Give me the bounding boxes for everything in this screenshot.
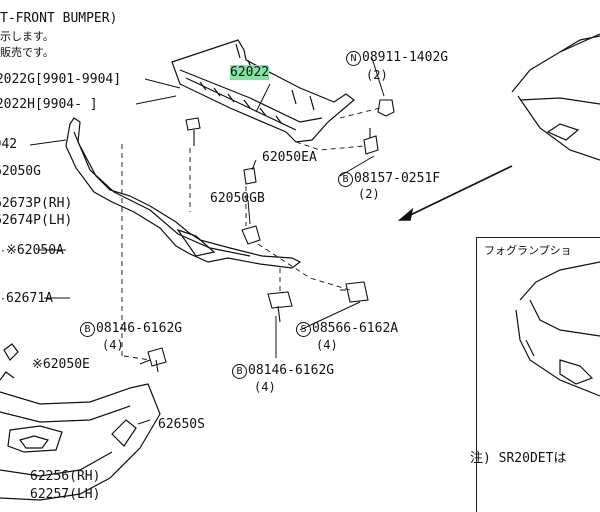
part-62050e[interactable]: ※62050E (32, 357, 90, 372)
fastener-08146-upper-qty: (4) (102, 338, 124, 352)
part-62650s[interactable]: 62650S (158, 417, 205, 432)
header-note-2: 販売です。 (0, 46, 54, 59)
part-62257[interactable]: 62257(LH) (30, 487, 101, 502)
part-62674p[interactable]: 62674P(LH) (0, 213, 73, 228)
fastener-type-icon: S (296, 322, 311, 337)
part-62050ea[interactable]: 62050EA (262, 150, 317, 165)
bumper-fascia-drawing (0, 343, 161, 501)
part-62042[interactable]: 62042 (0, 137, 18, 152)
part-62673p[interactable]: 62673P(RH) (0, 196, 73, 211)
header-title: T-FRONT BUMPER) (0, 11, 118, 26)
part-62256[interactable]: 62256(RH) (30, 469, 101, 484)
part-62050a[interactable]: ·※62050A (0, 243, 64, 258)
part-62671a-text: 62671A (6, 291, 53, 306)
part-62671a[interactable]: ·62671A (0, 291, 53, 306)
fastener-08146-lower-qty: (4) (254, 380, 276, 394)
car-silhouette-drawing (511, 33, 600, 161)
fastener-08157-qty: (2) (358, 187, 380, 201)
fastener-08566-qty: (4) (316, 338, 338, 352)
inset-title: フォグランプショ (484, 244, 572, 257)
part-62022-text: 62022 (230, 65, 270, 80)
part-62022h[interactable]: 62022H[9904- ] (0, 97, 98, 112)
fastener-type-icon: B (80, 322, 95, 337)
inset-note: 注) SR20DETは (470, 451, 567, 466)
part-62050gb[interactable]: 62050GB (210, 191, 265, 206)
bumper-reinforcement-drawing (171, 39, 355, 143)
fastener-type-icon: B (338, 172, 353, 187)
part-62022g[interactable]: 62022G[9901-9904] (0, 72, 122, 87)
fog-lamp-inset (476, 237, 600, 512)
bumper-stay-drawing (65, 117, 302, 269)
fastener-08911-qty: (2) (366, 68, 388, 82)
part-62022[interactable]: 62022 (230, 65, 270, 80)
part-62050g[interactable]: 62050G (0, 164, 41, 179)
fastener-type-icon: N (346, 51, 361, 66)
inset-bumper-drawing (515, 261, 600, 397)
leader-lines (29, 57, 385, 425)
fastener-drawings (147, 99, 395, 373)
header-note-1: 示します。 (0, 30, 54, 43)
fastener-type-icon: B (232, 364, 247, 379)
dashed-guides (121, 107, 381, 361)
inset-arrow (397, 165, 513, 221)
part-62050a-text: ※62050A (6, 243, 64, 258)
